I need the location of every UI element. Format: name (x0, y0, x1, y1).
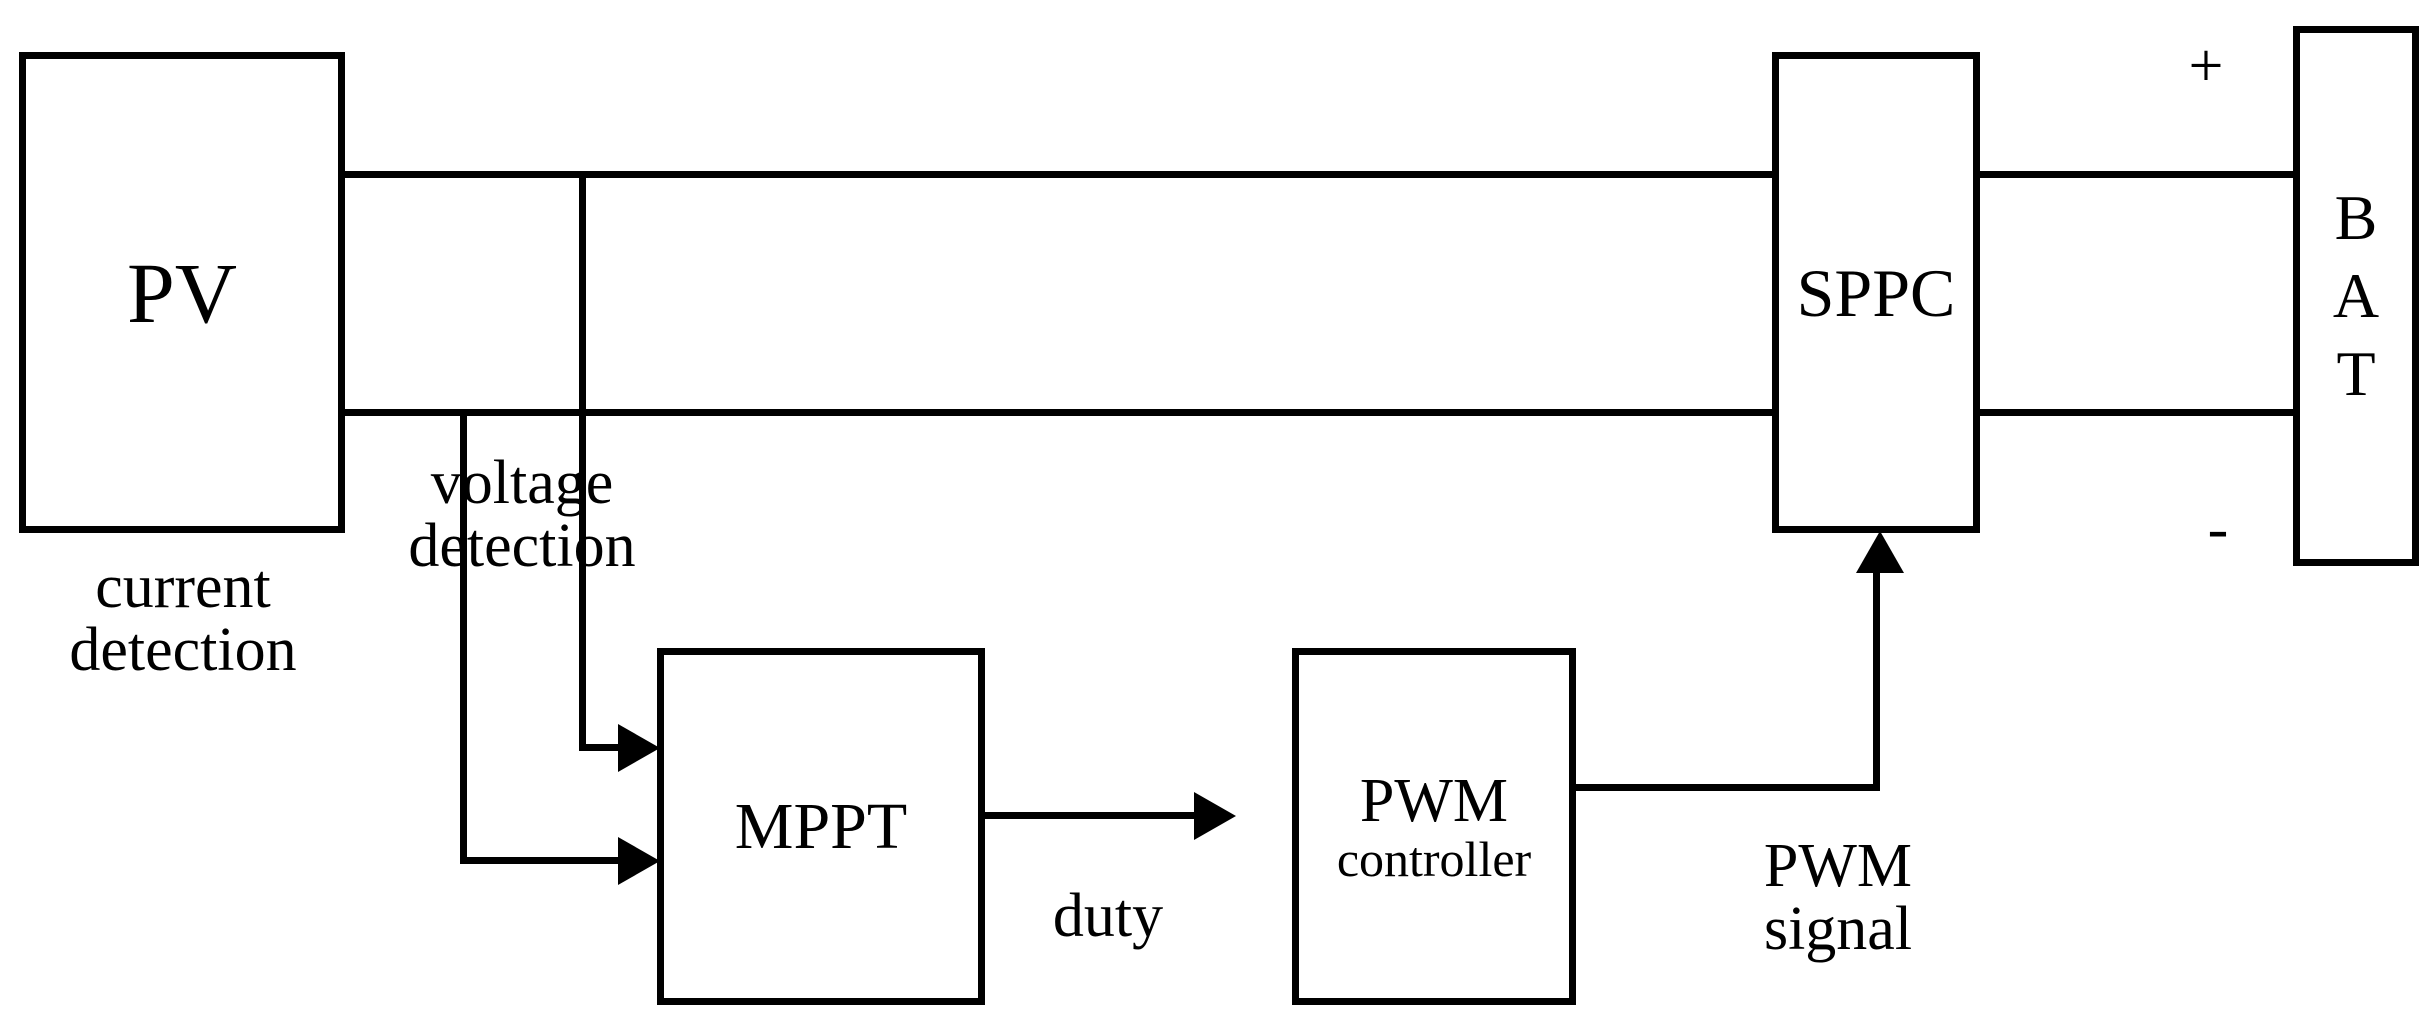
block-bat-letter-a: A (2332, 259, 2380, 331)
block-pwm-label-line2: controller (1336, 830, 1532, 887)
label-voltage-detection-line2: detection (408, 512, 636, 581)
label-polarity-plus: + (2188, 32, 2224, 100)
wire-sppc-to-bat-positive (1976, 171, 2297, 178)
wire-current-detect-to-mppt (460, 857, 624, 864)
block-sppc[interactable]: SPPC (1772, 52, 1980, 533)
wire-pwm-signal-horizontal (1576, 784, 1880, 791)
label-current-detection-line2: detection (69, 616, 297, 685)
label-voltage-detection: voltage detection (408, 449, 636, 581)
label-pwm-signal: PWM signal (1763, 832, 1913, 964)
block-bat-letter-b: B (2334, 181, 2378, 253)
arrowhead-current-detect (618, 837, 660, 885)
block-bat-letter-t: T (2336, 338, 2376, 410)
block-sppc-label: SPPC (1796, 254, 1956, 331)
wire-mppt-to-pwm-duty (985, 812, 1200, 819)
label-polarity-minus-text: - (2207, 495, 2229, 563)
wire-voltage-detect-to-mppt (579, 744, 624, 751)
label-voltage-detection-line1: voltage (430, 449, 614, 517)
block-pwm-controller[interactable]: PWM controller (1292, 648, 1576, 1005)
block-bat-label: B A T (2333, 179, 2379, 413)
label-current-detection: current detection (69, 553, 297, 685)
arrowhead-voltage-detect (618, 724, 660, 772)
block-pv[interactable]: PV (19, 52, 345, 533)
block-mppt-label: MPPT (734, 789, 908, 863)
block-pwm-label-line1: PWM (1359, 766, 1509, 835)
label-duty: duty (1052, 882, 1164, 950)
wire-pv-bottom-to-sppc (341, 409, 1775, 416)
wire-pwm-signal-vertical (1873, 573, 1880, 791)
block-pv-label: PV (127, 244, 237, 341)
wire-voltage-detect-drop (579, 171, 586, 751)
label-pwm-signal-line1: PWM (1763, 832, 1913, 900)
label-current-detection-line1: current (95, 553, 271, 621)
label-pwm-signal-line2: signal (1763, 895, 1913, 964)
block-bat[interactable]: B A T (2293, 26, 2419, 566)
wire-sppc-to-bat-negative (1976, 409, 2297, 416)
block-mppt[interactable]: MPPT (657, 648, 985, 1005)
arrowhead-pwm-signal (1856, 531, 1904, 573)
wire-current-detect-drop (460, 409, 467, 864)
label-polarity-minus: - (2207, 495, 2229, 563)
label-duty-text: duty (1052, 882, 1164, 950)
wire-pv-top-to-sppc (341, 171, 1775, 178)
label-polarity-plus-text: + (2188, 32, 2224, 100)
arrowhead-duty (1194, 792, 1236, 840)
